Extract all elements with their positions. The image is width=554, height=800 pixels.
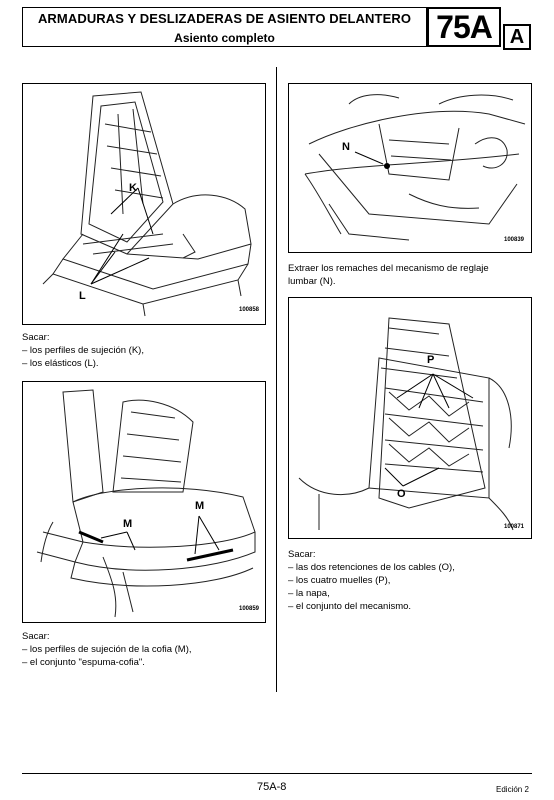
- rivet-marker: [384, 163, 390, 169]
- page-subtitle: Asiento completo: [174, 31, 275, 45]
- callout-m-left: M: [123, 518, 133, 530]
- figure-number: 100839: [504, 237, 525, 243]
- page-title: ARMADURAS Y DESLIZADERAS DE ASIENTO DELA…: [37, 11, 412, 26]
- caption-figure-2: Sacar: – los perfiles de sujeción de la …: [22, 631, 192, 668]
- figure-number: 100858: [239, 307, 260, 313]
- lumbar-mechanism-illustration: [304, 94, 526, 241]
- seat-frame-illustration: [42, 91, 252, 317]
- column-divider: [276, 67, 277, 692]
- page-number: 75A-8: [257, 781, 287, 793]
- callout-l: L: [79, 290, 86, 302]
- footer-divider: [22, 773, 532, 774]
- callout-o: O: [397, 488, 406, 500]
- edition-label: Edición 2: [496, 785, 529, 794]
- header-box: ARMADURAS Y DESLIZADERAS DE ASIENTO DELA…: [22, 7, 427, 47]
- caption-figure-1: Sacar: – los perfiles de sujeción (K), –…: [22, 332, 144, 369]
- callout-k: K: [129, 182, 137, 194]
- figure-seat-frame: K L 100858: [22, 83, 266, 325]
- section-code: 75A: [427, 7, 501, 47]
- section-letter: A: [503, 24, 531, 50]
- callout-m-right: M: [195, 500, 205, 512]
- seat-cover-illustration: [36, 389, 256, 618]
- figure-number: 100859: [239, 606, 260, 612]
- figure-seat-cover: M M 100859: [22, 381, 266, 623]
- figure-number: 100871: [504, 524, 525, 530]
- callout-p: P: [427, 354, 435, 366]
- caption-figure-4: Sacar: – las dos retenciones de los cabl…: [288, 549, 455, 612]
- figure-lumbar-mechanism: N 100839: [288, 83, 532, 253]
- callout-n: N: [342, 141, 350, 153]
- figure-springs-mechanism: P O 100871: [288, 297, 532, 539]
- caption-figure-3: Extraer los remaches del mecanismo de re…: [288, 263, 489, 287]
- springs-mechanism-illustration: [298, 317, 514, 531]
